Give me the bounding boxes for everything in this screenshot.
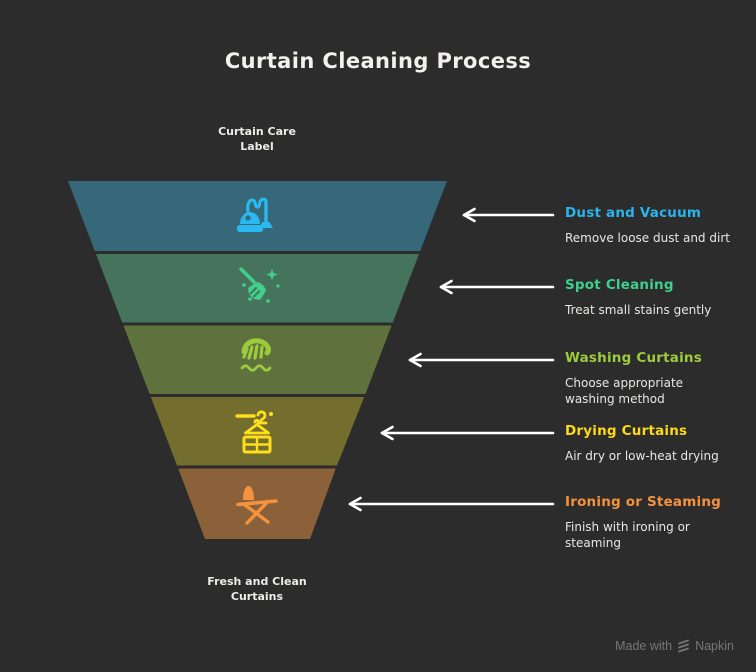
drying-rack-icon [235, 410, 273, 454]
stage-4-annotation: Drying Curtains Air dry or low-heat dryi… [565, 424, 741, 464]
stage-2-description: Treat small stains gently [565, 302, 712, 317]
stage-1-arrow [462, 207, 555, 223]
vacuum-cleaner-icon [237, 197, 273, 232]
stage-1-title: Dust and Vacuum [565, 205, 702, 221]
napkin-watermark-link[interactable]: Made with Napkin [615, 639, 734, 653]
stage-4-arrow [380, 425, 555, 441]
stage-3-title: Washing Curtains [565, 350, 702, 366]
stage-5-title: Ironing or Steaming [565, 494, 722, 510]
funnel-stage-1 [68, 181, 447, 251]
napkin-logo-icon [678, 639, 689, 653]
hand-washing-icon [240, 338, 272, 372]
stage-3-description: Choose appropriate washing method [565, 375, 684, 407]
stage-1-description: Remove loose dust and dirt [565, 230, 730, 245]
funnel-output-label: Fresh and Clean Curtains [207, 575, 307, 604]
stage-5-arrow [348, 496, 555, 512]
ironing-board-icon [236, 486, 278, 525]
stage-2-annotation: Spot Cleaning Treat small stains gently [565, 278, 741, 318]
funnel-stage-3 [123, 325, 392, 394]
page-title: Curtain Cleaning Process [224, 49, 532, 73]
funnel-input-label: Curtain Care Label [218, 125, 296, 154]
stage-1-annotation: Dust and Vacuum Remove loose dust and di… [565, 206, 741, 246]
stage-3-arrow [408, 352, 555, 368]
stage-2-title: Spot Cleaning [565, 277, 674, 293]
watermark-brand: Napkin [695, 639, 734, 653]
stage-4-title: Drying Curtains [565, 423, 688, 439]
stage-5-annotation: Ironing or Steaming Finish with ironing … [565, 495, 741, 551]
funnel-stage-4 [150, 397, 365, 466]
stage-3-annotation: Washing Curtains Choose appropriate wash… [565, 351, 741, 407]
stage-2-arrow [439, 279, 555, 295]
stage-4-description: Air dry or low-heat drying [565, 448, 719, 463]
broom-sparkles-icon [239, 267, 280, 303]
watermark-prefix: Made with [615, 639, 673, 653]
stage-5-description: Finish with ironing or steaming [565, 519, 690, 551]
